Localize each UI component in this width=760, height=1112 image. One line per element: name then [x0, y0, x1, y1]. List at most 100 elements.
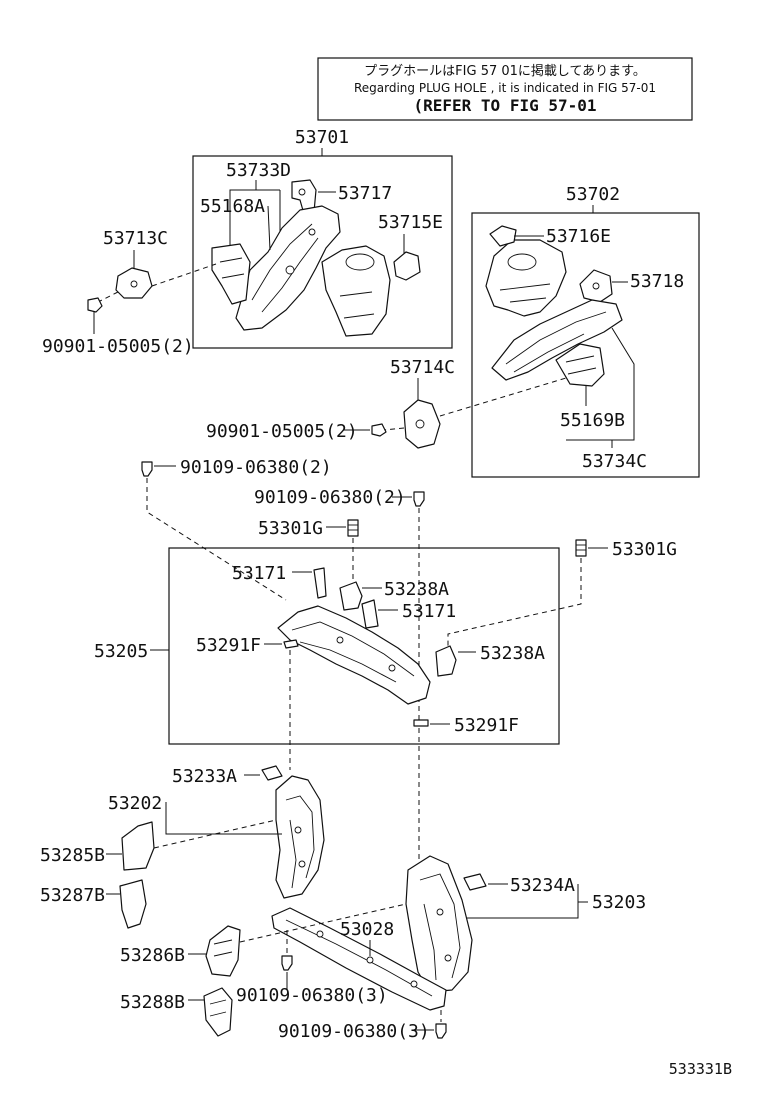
hole	[507, 253, 537, 271]
group-53713C: 53713C 90901-05005(2)	[42, 228, 217, 357]
hole	[366, 956, 374, 964]
hole	[592, 282, 600, 290]
part-53285B-shape	[121, 821, 155, 871]
label-53301G-b: 53301G	[612, 539, 677, 560]
hole	[345, 253, 375, 271]
detail-lines	[505, 311, 607, 373]
label-53234A: 53234A	[510, 875, 575, 896]
hole	[294, 826, 302, 834]
label-90901-b: 90901-05005(2)	[206, 421, 358, 442]
label-90109-a: 90109-06380(2)	[180, 457, 332, 478]
part-53291F-b-shape	[413, 719, 429, 727]
hole	[444, 954, 452, 962]
part-53286B-shape	[205, 925, 241, 977]
label-53715E: 53715E	[378, 212, 443, 233]
reference-note: プラグホールはFIG 57 01に掲載してあります。 Regarding PLU…	[317, 57, 693, 121]
group-53702: 53702 53716E 53718 55169B 53734C	[471, 184, 700, 478]
label-90901-a: 90901-05005(2)	[42, 336, 194, 357]
part-suspension-tower-left	[321, 245, 391, 337]
label-53716E: 53716E	[546, 226, 611, 247]
hole	[298, 860, 306, 868]
leader-53202	[165, 802, 282, 835]
leader-53203	[466, 901, 588, 919]
part-53202-shape	[275, 775, 325, 899]
label-53734C: 53734C	[582, 451, 647, 472]
part-53301G-a-shape	[347, 519, 359, 537]
group-53205: 90109-06380(2) 90109-06380(2) 53301G 533…	[94, 457, 677, 860]
group-lower: 53233A 53202 53285B 53287B 53234A 53203	[40, 765, 646, 1042]
hole	[316, 930, 324, 938]
detail-lines	[219, 257, 245, 279]
part-53238A-a-shape	[339, 581, 363, 611]
label-53288B: 53288B	[120, 992, 185, 1013]
hole	[436, 908, 444, 916]
part-53238A-b-shape	[435, 645, 457, 677]
hole	[308, 228, 316, 236]
leader-53734C	[611, 327, 635, 448]
hole	[298, 188, 306, 196]
label-53028: 53028	[340, 919, 394, 940]
detail-lines	[285, 795, 315, 889]
hole	[336, 636, 344, 644]
part-53301G-b-shape	[575, 539, 587, 557]
hole	[388, 664, 396, 672]
bolt-90109-b	[413, 491, 425, 507]
label-53205: 53205	[94, 641, 148, 662]
label-53238A-a: 53238A	[384, 579, 449, 600]
label-53733D: 53733D	[226, 160, 291, 181]
label-53285B: 53285B	[40, 845, 105, 866]
detail-lines	[565, 355, 597, 375]
hole	[130, 280, 138, 288]
note-reference: (REFER TO FIG 57-01	[413, 96, 596, 115]
group-53714C: 53714C 90901-05005(2)	[206, 357, 567, 449]
dashed-connector	[239, 903, 407, 943]
part-53291F-a-shape	[283, 639, 299, 649]
diagram-id: 533331B	[669, 1060, 732, 1078]
detail-lines	[499, 283, 551, 303]
label-53171-b: 53171	[402, 601, 456, 622]
detail-lines	[291, 621, 415, 683]
detail-lines	[209, 999, 227, 1017]
part-suspension-tower-right	[485, 239, 567, 317]
label-53291F-b: 53291F	[454, 715, 519, 736]
label-55168A: 55168A	[200, 196, 265, 217]
detail-lines	[251, 223, 319, 313]
part-53171-b-shape	[361, 599, 379, 629]
dashed-connector	[383, 427, 405, 431]
group-53701: 53701 53733D 53717 55168A 53715E	[192, 127, 453, 349]
label-53701: 53701	[295, 127, 349, 148]
part-53733D-shape	[211, 243, 251, 305]
hole	[285, 265, 295, 275]
part-53233A-shape	[261, 765, 283, 781]
label-53717: 53717	[338, 183, 392, 204]
label-53233A: 53233A	[172, 766, 237, 787]
bolt-90901-a	[87, 297, 103, 313]
detail-lines	[213, 939, 233, 957]
label-53238A-b: 53238A	[480, 643, 545, 664]
part-53171-a-shape	[313, 567, 327, 599]
leader-55168A	[267, 205, 271, 251]
part-53715E-shape	[393, 251, 421, 281]
part-53734C-shape	[491, 299, 623, 381]
label-53714C: 53714C	[390, 357, 455, 378]
bolt-90901-b	[371, 423, 387, 437]
group-53702-box	[471, 212, 700, 478]
label-90109-c: 90109-06380(3)	[236, 985, 388, 1006]
dashed-connector	[146, 478, 287, 601]
bolt-90109-d	[435, 1023, 447, 1039]
dashed-connector	[439, 377, 567, 417]
label-90109-b: 90109-06380(2)	[254, 487, 406, 508]
group-53205-box	[168, 547, 560, 745]
part-53716E-shape	[489, 225, 517, 247]
label-53713C: 53713C	[103, 228, 168, 249]
part-53234A-shape	[463, 873, 487, 891]
note-japanese: プラグホールはFIG 57 01に掲載してあります。	[364, 63, 646, 79]
label-53718: 53718	[630, 271, 684, 292]
bolt-90109-c	[281, 955, 293, 971]
hole	[410, 980, 418, 988]
detail-lines	[339, 291, 375, 319]
leader-53733D	[229, 180, 257, 246]
label-55169B: 55169B	[560, 410, 625, 431]
label-53286B: 53286B	[120, 945, 185, 966]
